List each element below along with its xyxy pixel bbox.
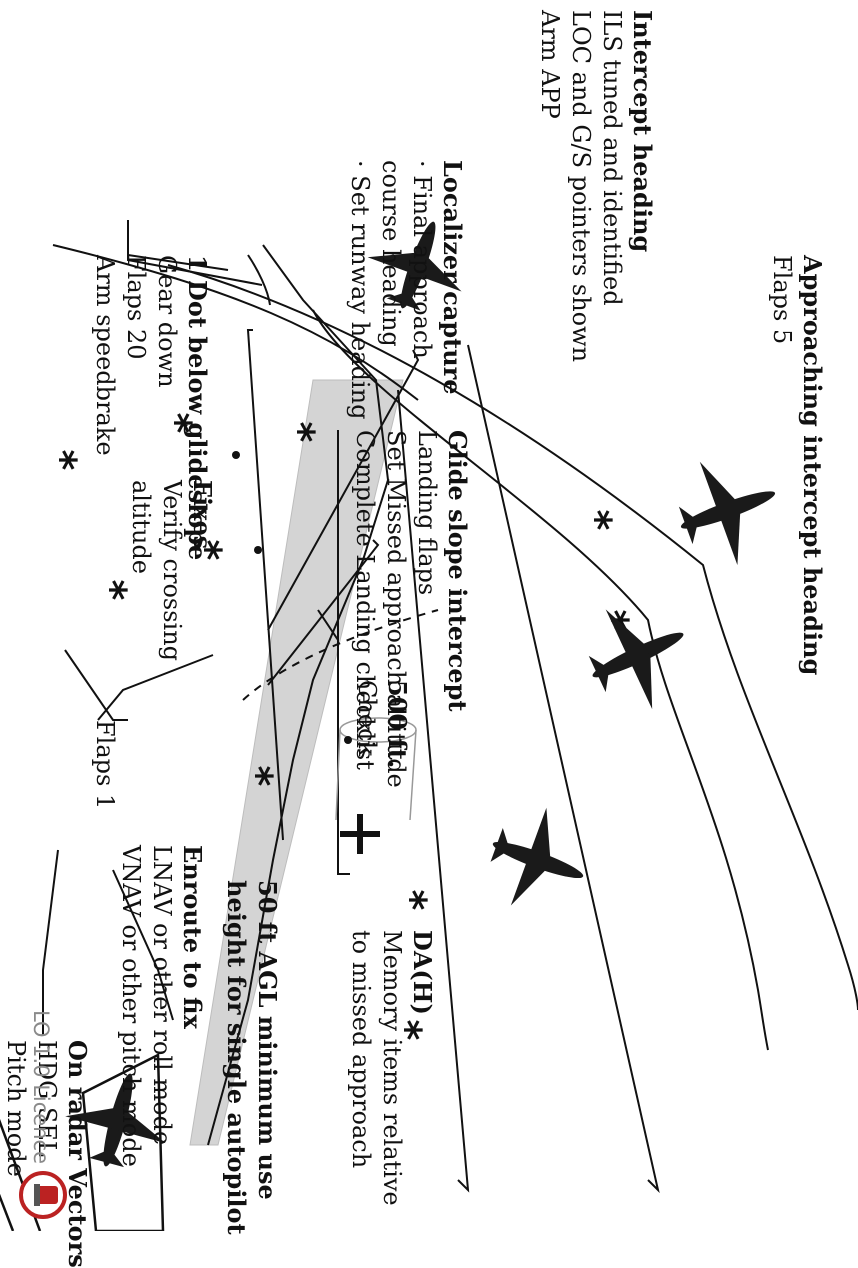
dah-title: DA(H) — [408, 930, 437, 1015]
glideslope-line-1: Landing flaps — [413, 430, 441, 596]
onedot-line-1: Gear down — [153, 255, 181, 388]
label-localizer: Localizer capture · Final approach cours… — [344, 160, 468, 419]
dah-line-2: to missed approach — [347, 930, 375, 1169]
label-onedot: 1 Dot below glideslope Gear down Flaps 2… — [89, 255, 213, 560]
enroute-title: Enroute to fix — [178, 845, 207, 1029]
flight-path-enroute — [312, 309, 769, 1051]
leader-dah — [267, 349, 420, 631]
leader-flaps1-b — [97, 654, 214, 721]
marker-asterisk: * — [38, 450, 84, 471]
diagram-graphics: * * * * * * * * * * — [0, 220, 858, 1231]
onedot-line-2: Flaps 20 — [122, 255, 150, 360]
aircraft-icon — [65, 1073, 166, 1168]
min50-title: 50 ft AGL minimum use — [253, 880, 282, 1200]
marker-asterisk: * — [234, 766, 280, 787]
flaps1-line-1: Flaps 1 — [91, 720, 119, 810]
label-enroute: Enroute to fix LNAV or other roll mode V… — [115, 845, 208, 1167]
leader-flaps1 — [64, 649, 128, 721]
intercept-line-3: Arm APP — [536, 10, 564, 119]
min50-line-1: height for single autopilot — [222, 880, 251, 1235]
approaching-title: Approaching intercept heading — [798, 255, 827, 676]
check500-title: 500 ft. — [383, 680, 412, 769]
enroute-line-2: VNAV or other pitch mode — [117, 845, 145, 1167]
aircraft-icon — [367, 221, 462, 311]
aircraft-icon — [490, 807, 584, 906]
marker-asterisk: * — [183, 540, 229, 561]
leader-intercept — [467, 344, 660, 1194]
onedot-line-3: Arm speedbrake — [91, 255, 119, 456]
dah-line-1: Memory items relative — [378, 930, 406, 1206]
leader-enroute — [112, 869, 174, 1021]
approaching-line-1: Flaps 5 — [768, 255, 796, 345]
localizer-line-2: course heading — [377, 160, 405, 347]
licence-logo-icon — [19, 1171, 67, 1219]
leader-localizer — [397, 389, 470, 1193]
localizer-line-3: · Set runway heading — [346, 160, 374, 420]
leader-500 — [267, 539, 380, 686]
enroute-line-1: LNAV or other roll mode — [148, 845, 176, 1146]
glideslope-beam — [189, 379, 404, 1146]
diagram-canvas: * * * * * * * * * * Approaching inter — [0, 10, 858, 1268]
marker-asterisk: * — [276, 422, 322, 443]
glideslope-intercept-cross — [340, 814, 380, 854]
missed-approach-path — [242, 609, 439, 701]
marker-dot — [254, 546, 262, 554]
intercept-line-1: ILS tuned and identified — [598, 10, 626, 306]
label-approaching: Approaching intercept heading Flaps 5 — [766, 255, 828, 675]
marker-asterisk: * — [573, 510, 619, 531]
flight-path-radar — [167, 264, 858, 1011]
label-intercept: Intercept heading ILS tuned and identifi… — [534, 10, 658, 362]
leader-approaching — [127, 220, 263, 286]
flight-path-lower — [52, 244, 419, 401]
check500-line-1: Check — [353, 680, 381, 757]
runway-edge — [0, 1139, 15, 1231]
leader-radar — [42, 849, 59, 1035]
localizer-line-1: · Final approach — [408, 160, 436, 359]
marker-asterisk: * — [388, 890, 434, 911]
label-flaps1: Flaps 1 — [89, 720, 120, 809]
aircraft-icon — [588, 609, 684, 710]
leader-onedot — [337, 430, 350, 875]
marker-dot — [344, 736, 352, 744]
leader-approaching-2 — [127, 254, 229, 271]
rotated-diagram: * * * * * * * * * * Approaching inter — [0, 10, 858, 1268]
runway — [81, 1052, 165, 1231]
fix-cylinder-body — [335, 729, 417, 821]
label-50ft: 50 ft AGL minimum use height for single … — [221, 880, 283, 1235]
licence-text: LO 1.0 Licence — [29, 1010, 53, 1165]
flight-path-localizer — [247, 254, 271, 306]
intercept-title: Intercept heading — [628, 10, 657, 253]
radar-title: On radar Vectors — [63, 1040, 92, 1268]
glideslope-title: Glide slope intercept — [443, 430, 472, 712]
onedot-title: 1 Dot below glideslope — [183, 255, 212, 561]
leader-50ft — [246, 329, 284, 841]
intercept-line-2: LOC and G/S pointers shown — [567, 10, 595, 363]
marker-asterisk: * — [88, 580, 134, 601]
label-500: 500 ft. Check — [351, 680, 413, 768]
radar-line-2: Pitch mode — [2, 1040, 30, 1177]
marker-dot — [232, 451, 240, 459]
aircraft-icon — [678, 461, 776, 566]
localizer-title: Localizer capture — [438, 160, 467, 395]
label-dah: DA(H) Memory items relative to missed ap… — [345, 930, 438, 1206]
marker-asterisk: * — [383, 1020, 429, 1041]
marker-asterisk: * — [153, 413, 199, 434]
